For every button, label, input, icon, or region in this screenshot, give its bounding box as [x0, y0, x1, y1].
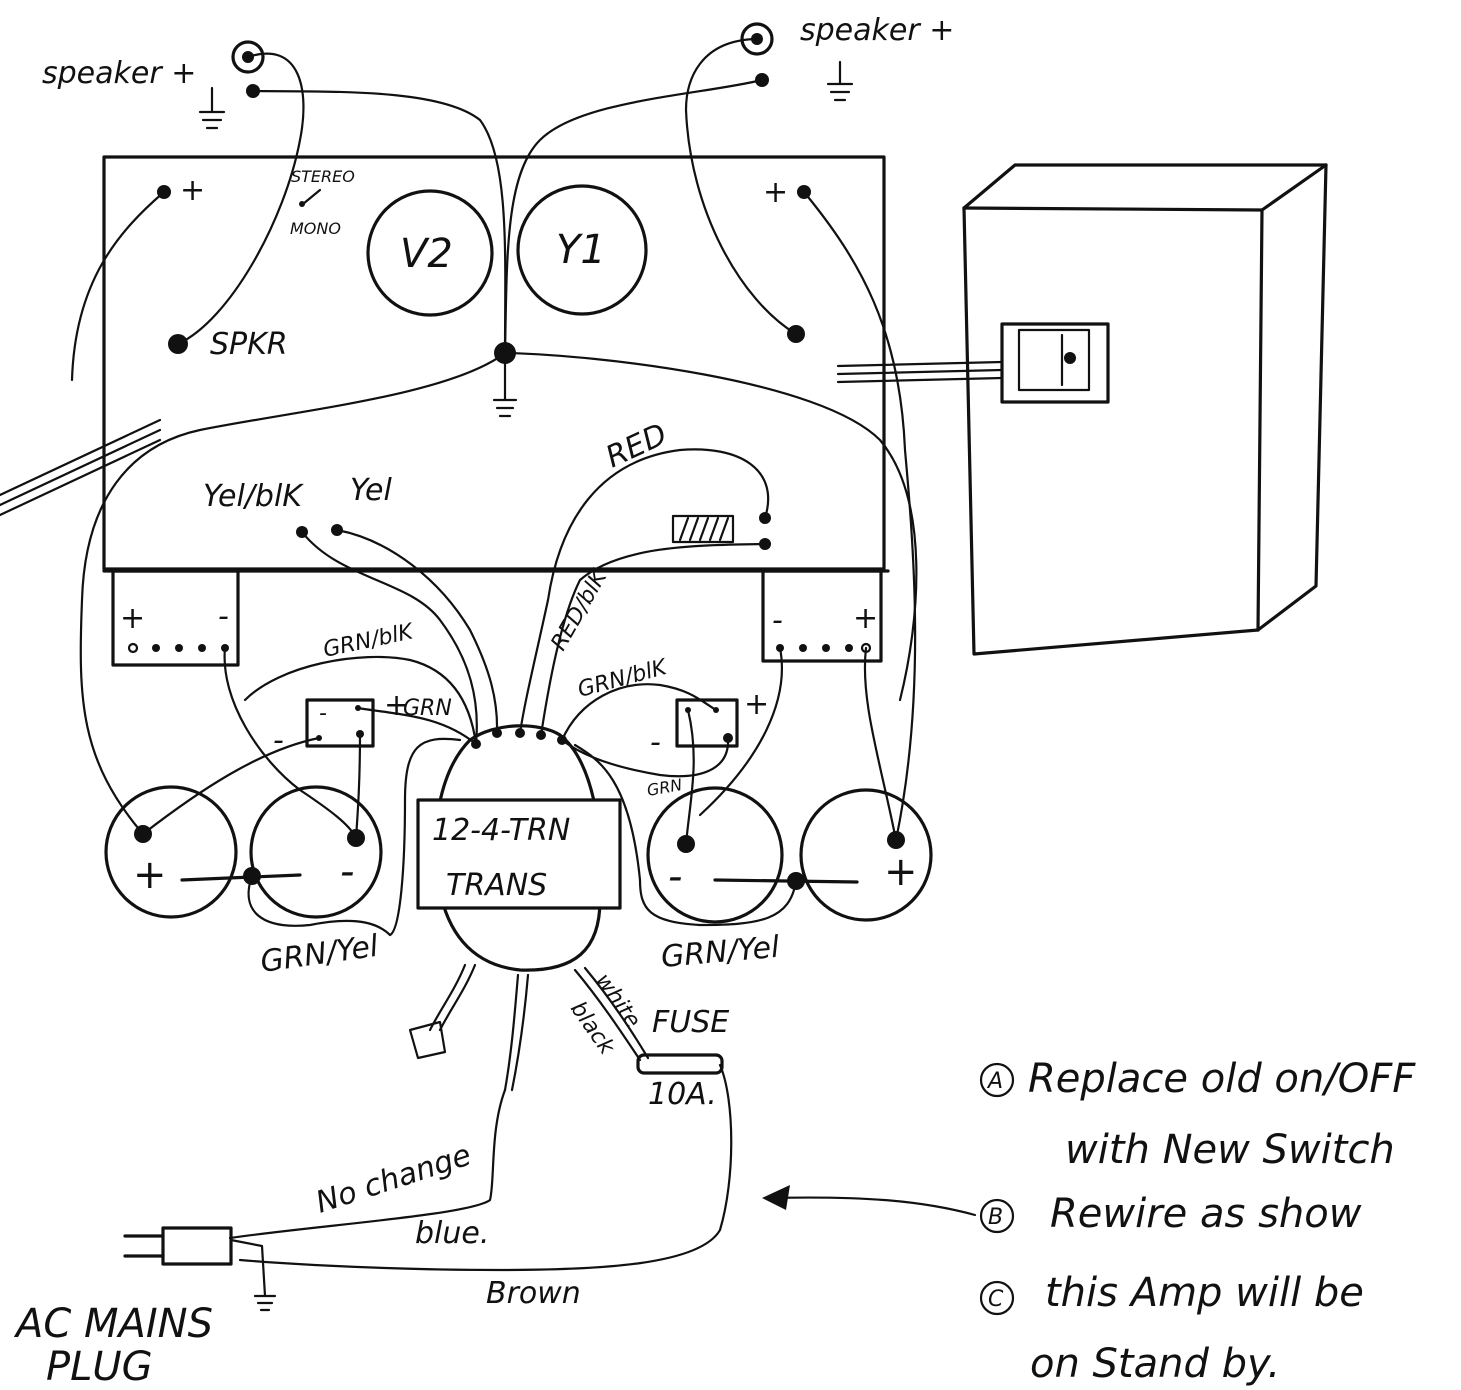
note-a-line-2: with New Switch	[1065, 1127, 1395, 1173]
blue-wire-label: blue.	[415, 1216, 489, 1251]
brown-wire-label: Brown	[486, 1276, 581, 1311]
stereo-label: STEREO	[291, 167, 355, 186]
fuse: FUSE 10A.	[636, 1005, 729, 1112]
no-change-label: No change	[312, 1138, 476, 1221]
transformer: 12-4-TRN TRANS	[416, 724, 622, 972]
tube-v2-label: V2	[400, 231, 453, 277]
fuse-label: FUSE	[652, 1005, 729, 1040]
yel-blk-label: Yel/blK	[203, 479, 304, 514]
left-cap-bus	[180, 873, 302, 882]
red-blk-label: RED/blK	[547, 565, 613, 655]
rewire-arrow	[762, 1185, 977, 1217]
capacitor-4-plus: +	[884, 849, 918, 895]
plug-label: PLUG	[46, 1344, 153, 1390]
ac-mains-plug: AC MAINS PLUG	[13, 1226, 277, 1390]
capacitor-1-plus: +	[133, 852, 167, 898]
right-speaker-terminal: speaker +	[740, 13, 954, 102]
right-strip-minus: -	[772, 603, 783, 638]
amplifier-board	[102, 155, 886, 571]
capacitor-2-minus: -	[340, 849, 354, 895]
left-grn-label: GRN	[403, 696, 452, 721]
grn-yel-left-label: GRN/Yel	[258, 929, 381, 980]
mono-label: MONO	[290, 219, 341, 238]
right-strip-plus: +	[853, 601, 878, 636]
tube-v1: Y1	[516, 184, 648, 316]
transformer-model-label: 12-4-TRN	[432, 813, 570, 848]
wiring	[70, 37, 918, 1272]
note-b-marker: B	[988, 1205, 1003, 1230]
left-ribbon-cable	[0, 418, 162, 517]
yel-label: Yel	[350, 473, 392, 508]
note-c-line-2: on Stand by.	[1030, 1341, 1280, 1387]
spkr-label: SPKR	[210, 327, 288, 362]
right-rect-minus: -	[650, 725, 661, 760]
tube-v1-label: Y1	[556, 227, 606, 273]
center-ground-symbol	[492, 362, 518, 418]
left-rect-tilde-1: -	[319, 701, 327, 726]
note-a-marker: A	[986, 1069, 1003, 1094]
capacitor-4: +	[799, 788, 933, 922]
right-plus-label: +	[763, 175, 788, 210]
left-output-terminal-strip: + -	[111, 569, 240, 667]
board-resistor	[671, 514, 735, 544]
right-speaker-label: speaker +	[800, 13, 954, 48]
right-cap-bus	[713, 878, 859, 884]
capacitor-2: -	[249, 785, 383, 919]
right-output-terminal-strip: - +	[761, 569, 883, 663]
left-rect-plus: +	[384, 688, 409, 723]
left-rect-minus: -	[273, 723, 284, 758]
left-rectifier: - - + GRN	[273, 688, 452, 758]
capacitor-3: -	[646, 786, 784, 924]
grn-blk-right-label: GRN/blK	[575, 655, 671, 703]
note-b-line: Rewire as show	[1050, 1191, 1362, 1237]
note-c-line-1: this Amp will be	[1045, 1270, 1364, 1316]
stereo-mono-switch: STEREO MONO	[290, 167, 355, 238]
note-c-marker: C	[988, 1287, 1004, 1312]
grn-yel-right-label: GRN/Yel	[660, 930, 782, 975]
instruction-notes: A Replace old on/OFF with New Switch B R…	[979, 1056, 1416, 1387]
note-a-line-1: Replace old on/OFF	[1028, 1056, 1416, 1102]
right-rect-plus: +	[744, 687, 769, 722]
capacitor-3-minus: -	[668, 854, 682, 900]
red-label: RED	[601, 417, 673, 475]
tube-v2: V2	[366, 189, 494, 317]
left-speaker-terminal: speaker +	[42, 40, 265, 130]
ac-mains-label: AC MAINS	[13, 1301, 213, 1347]
left-speaker-label: speaker +	[42, 56, 196, 91]
power-switch-box	[836, 163, 1328, 656]
transformer-name-label: TRANS	[446, 868, 547, 903]
left-strip-minus: -	[218, 599, 229, 634]
left-strip-plus: +	[120, 601, 145, 636]
right-grn-label: GRN	[645, 775, 683, 800]
left-plus-label: +	[180, 173, 205, 208]
transformer-connector	[408, 1020, 447, 1060]
capacitor-1: +	[104, 785, 238, 919]
fuse-rating-label: 10A.	[648, 1077, 717, 1112]
